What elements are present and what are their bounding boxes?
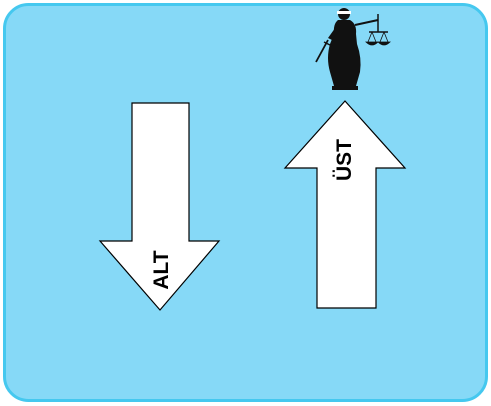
down-arrow-label: ALT: [150, 250, 173, 289]
background-panel: [5, 5, 487, 401]
up-arrow-label: ÜST: [333, 139, 356, 181]
